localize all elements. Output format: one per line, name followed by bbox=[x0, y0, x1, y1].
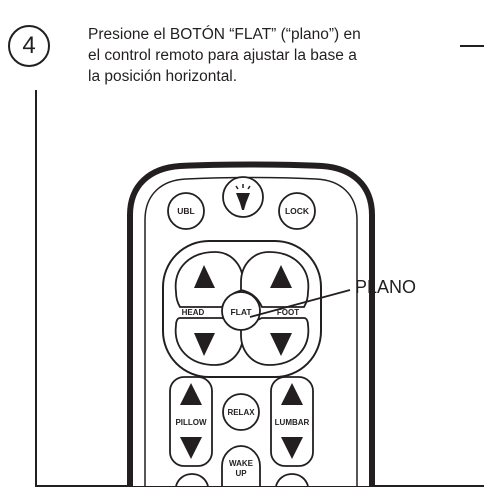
callout-label: PLANO bbox=[355, 277, 417, 297]
lock-button[interactable]: LOCK bbox=[278, 192, 316, 230]
wake-up-button[interactable]: WAKE UP bbox=[221, 445, 261, 486]
ubl-button-label: UBL bbox=[177, 206, 194, 216]
relax-button-label: RELAX bbox=[227, 408, 255, 417]
wake-label-line2: UP bbox=[235, 469, 247, 478]
lumbar-up-arrow-icon[interactable] bbox=[281, 383, 303, 405]
pillow-rocker: PILLOW bbox=[169, 376, 213, 467]
head-up-arrow-icon bbox=[194, 265, 215, 288]
foot-label: FOOT bbox=[277, 308, 299, 317]
relax-button[interactable]: RELAX bbox=[222, 393, 260, 431]
remote-inner-edge bbox=[144, 176, 358, 486]
instruction-text: Presione el BOTÓN “FLAT” (“plano”) en el… bbox=[88, 24, 433, 87]
foot-up-arrow-icon bbox=[270, 265, 292, 288]
lumbar-down-arrow-icon[interactable] bbox=[281, 437, 303, 459]
callout-leader-line bbox=[249, 289, 351, 318]
light-button[interactable] bbox=[222, 176, 264, 218]
lower-right-button[interactable] bbox=[275, 473, 309, 487]
lumbar-label: LUMBAR bbox=[275, 418, 310, 427]
instruction-line-1: Presione el BOTÓN “FLAT” (“plano”) en bbox=[88, 26, 361, 43]
pillow-up-arrow-icon[interactable] bbox=[180, 383, 202, 405]
instruction-line-2: el control remoto para ajustar la base a bbox=[88, 47, 357, 64]
head-label: HEAD bbox=[182, 308, 205, 317]
foot-down-button[interactable] bbox=[240, 317, 310, 366]
wake-label-line1: WAKE bbox=[229, 459, 254, 468]
step-number-circle: 4 bbox=[8, 25, 50, 67]
lumbar-rocker: LUMBAR bbox=[270, 376, 314, 467]
flat-button[interactable]: FLAT bbox=[221, 291, 261, 331]
pillow-label: PILLOW bbox=[175, 418, 207, 427]
step-number: 4 bbox=[22, 32, 36, 59]
ubl-button[interactable]: UBL bbox=[167, 192, 205, 230]
instruction-line-3: la posición horizontal. bbox=[88, 68, 238, 85]
foot-up-button[interactable] bbox=[240, 251, 310, 308]
head-down-arrow-icon bbox=[194, 333, 215, 356]
flat-button-label: FLAT bbox=[230, 307, 252, 317]
foot-down-arrow-icon bbox=[270, 333, 292, 356]
flashlight-icon bbox=[235, 184, 251, 210]
pillow-down-arrow-icon[interactable] bbox=[180, 437, 202, 459]
lower-left-button[interactable] bbox=[175, 473, 209, 487]
lock-button-label: LOCK bbox=[285, 206, 310, 216]
